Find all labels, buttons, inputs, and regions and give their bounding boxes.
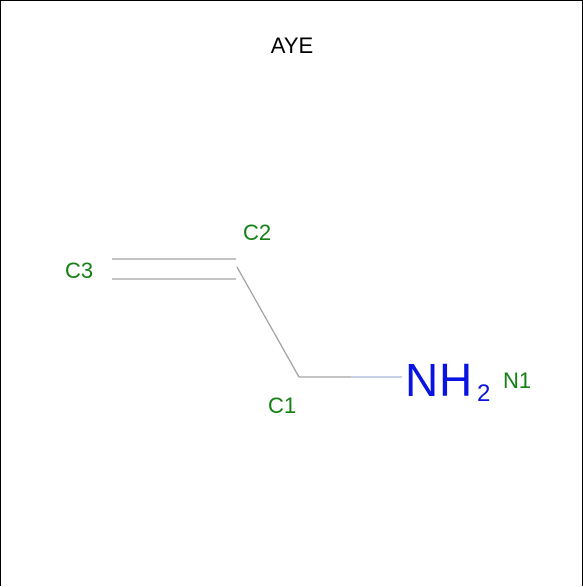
atom-label-c3: C3 xyxy=(65,258,93,283)
nitrogen-symbol: N xyxy=(405,354,438,406)
atom-labels: C3 C2 C1 N1 xyxy=(65,220,531,418)
atom-label-n1: N1 xyxy=(503,368,531,393)
molecule-title: AYE xyxy=(271,33,313,58)
bond-c2-c1 xyxy=(236,266,300,378)
hydrogen-symbol: H xyxy=(439,354,472,406)
hydrogen-count-subscript: 2 xyxy=(477,380,490,407)
bonds xyxy=(112,258,402,378)
atom-label-c2: C2 xyxy=(243,220,271,245)
nh2-group: N H 2 xyxy=(405,354,490,407)
atom-label-c1: C1 xyxy=(268,393,296,418)
